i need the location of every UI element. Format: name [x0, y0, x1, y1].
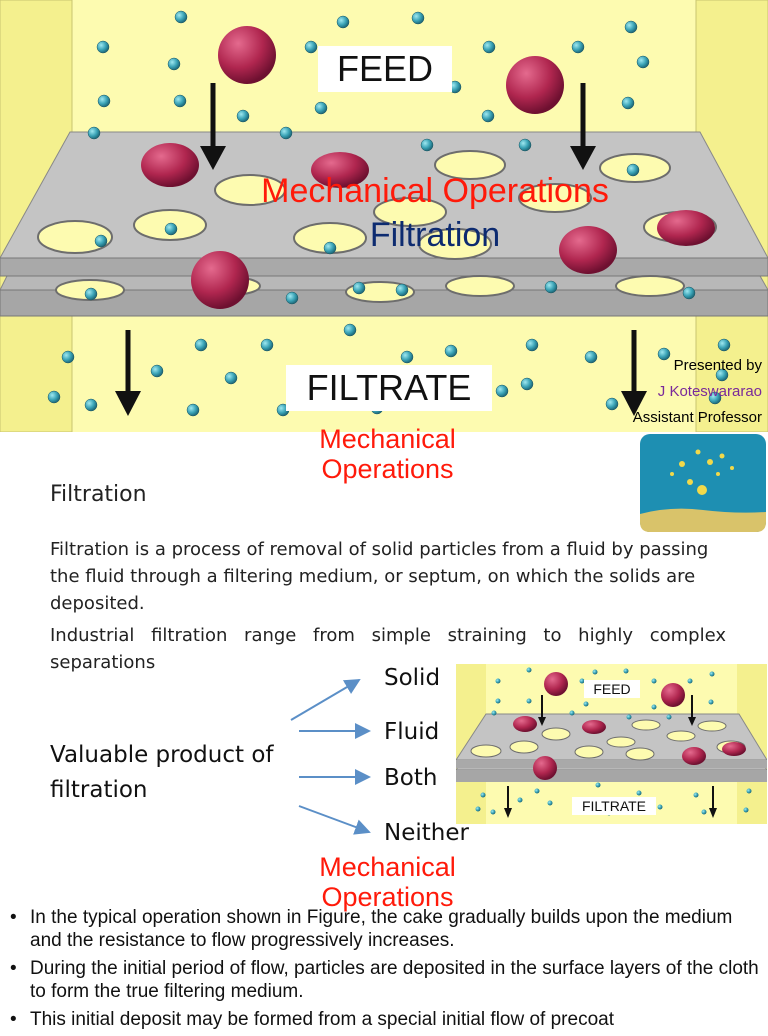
valuable-product-label: Valuable product of filtration [50, 742, 274, 803]
slide-subtitle: Filtration [369, 216, 501, 254]
presenter-name: J Koteswararao [657, 383, 762, 400]
option-both: Both [384, 765, 438, 791]
option-neither: Neither [384, 820, 469, 846]
title-slide: FEED FILTRATE Mechanical Operations Filt… [0, 0, 768, 432]
slide3-header-line2: Operations [321, 882, 454, 912]
slide2-header-line1: Mechanical [319, 424, 456, 454]
thumbnail-feed-label: FEED [584, 680, 640, 698]
slide2-paragraph2: Industrial filtration range from simple … [50, 625, 726, 673]
seabed-sediment-icon [640, 434, 766, 532]
slide2-header: Mechanical Operations [240, 424, 535, 484]
presenter-role: Assistant Professor [632, 409, 762, 426]
list-item: •This initial deposit may be formed from… [10, 1009, 614, 1030]
slide2-paragraph1: Filtration is a process of removal of so… [50, 539, 709, 614]
list-item: •During the initial period of flow, part… [10, 958, 759, 1002]
option-fluid: Fluid [384, 719, 440, 745]
slide2-heading: Filtration [50, 482, 147, 507]
filtration-thumbnail: FEED FILTRATE [456, 664, 767, 824]
small-particles [47, 10, 731, 417]
thumbnail-filtrate-label: FILTRATE [572, 797, 656, 815]
slide-title: Mechanical Operations [261, 172, 609, 210]
slide3-header: Mechanical Operations [240, 852, 535, 916]
option-solid: Solid [384, 665, 441, 691]
filtrate-label: FILTRATE [286, 365, 492, 411]
slide3-bullet-list: •In the typical operation shown in Figur… [10, 906, 760, 1036]
feed-label: FEED [318, 46, 452, 92]
flow-arrows [115, 83, 647, 416]
large-particles [141, 26, 715, 309]
presenter-block: Presented by J Koteswararao Assistant Pr… [633, 353, 762, 431]
options-arrows [290, 678, 371, 835]
slide3-header-line1: Mechanical [319, 852, 456, 882]
slide2-header-line2: Operations [321, 454, 454, 484]
list-item: •In the typical operation shown in Figur… [10, 907, 733, 951]
filtration-diagram [0, 0, 768, 432]
presenter-intro: Presented by [673, 357, 762, 374]
